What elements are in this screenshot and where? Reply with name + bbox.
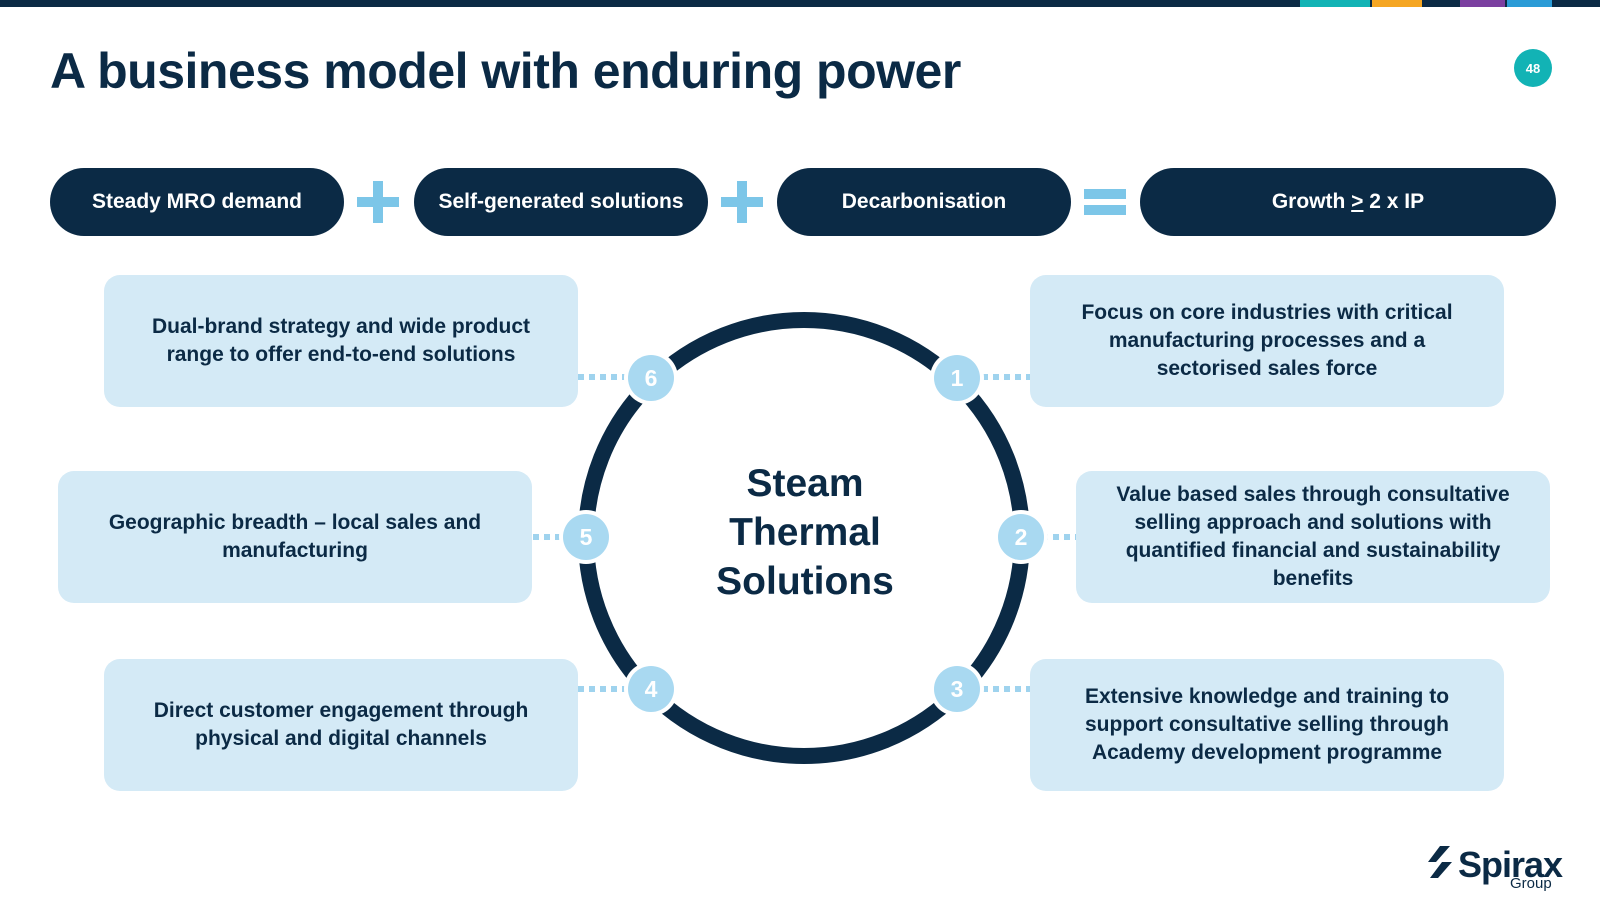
- pillar-node-2: 2: [994, 510, 1048, 564]
- pillar-node-1: 1: [930, 351, 984, 405]
- pillar-node-4: 4: [624, 662, 678, 716]
- result-suffix: 2 x IP: [1369, 190, 1425, 214]
- spirax-logo-icon: [1428, 846, 1452, 878]
- pillar-node-1-label: 1: [951, 365, 964, 391]
- pillar-card-4: Direct customer engagement through physi…: [104, 659, 578, 791]
- pillar-node-3-label: 3: [951, 676, 964, 702]
- top-bar: [0, 0, 1600, 7]
- plus-icon: [357, 181, 399, 223]
- pillar-node-5: 5: [559, 510, 613, 564]
- pillar-card-1: Focus on core industries with critical m…: [1030, 275, 1504, 407]
- result-growth: Growth > 2 x IP: [1140, 168, 1556, 236]
- page-number-badge: 48: [1514, 49, 1552, 87]
- top-bar-accent-orange: [1372, 0, 1422, 7]
- plus-icon: [721, 181, 763, 223]
- top-bar-accent-blue: [1507, 0, 1552, 7]
- pillar-node-5-label: 5: [580, 524, 593, 550]
- pillar-node-6: 6: [624, 351, 678, 405]
- center-line-3: Solutions: [716, 559, 894, 603]
- result-prefix: Growth: [1271, 190, 1346, 214]
- center-label: Steam Thermal Solutions: [680, 460, 930, 606]
- center-line-1: Steam: [746, 462, 864, 505]
- top-bar-accent-purple: [1460, 0, 1505, 7]
- pillar-card-5: Geographic breadth – local sales and man…: [58, 471, 532, 603]
- pillar-card-3: Extensive knowledge and training to supp…: [1030, 659, 1504, 791]
- pillar-node-2-label: 2: [1015, 524, 1028, 550]
- pillar-node-4-label: 4: [645, 676, 658, 702]
- equals-icon: [1084, 189, 1126, 215]
- center-line-2: Thermal: [729, 510, 881, 554]
- term-self-generated-solutions: Self-generated solutions: [414, 168, 708, 236]
- pillar-node-6-label: 6: [645, 365, 658, 391]
- logo-wordmark: Spirax: [1458, 844, 1563, 885]
- page-title: A business model with enduring power: [50, 43, 961, 99]
- term-steady-mro-demand: Steady MRO demand: [50, 168, 344, 236]
- pillar-node-3: 3: [930, 662, 984, 716]
- logo-subtext: Group: [1510, 875, 1552, 892]
- pillar-card-6: Dual-brand strategy and wide product ran…: [104, 275, 578, 407]
- term-decarbonisation: Decarbonisation: [777, 168, 1071, 236]
- result-symbol: >: [1351, 190, 1364, 214]
- pillar-card-2: Value based sales through consultative s…: [1076, 471, 1550, 603]
- top-bar-accent-teal: [1300, 0, 1370, 7]
